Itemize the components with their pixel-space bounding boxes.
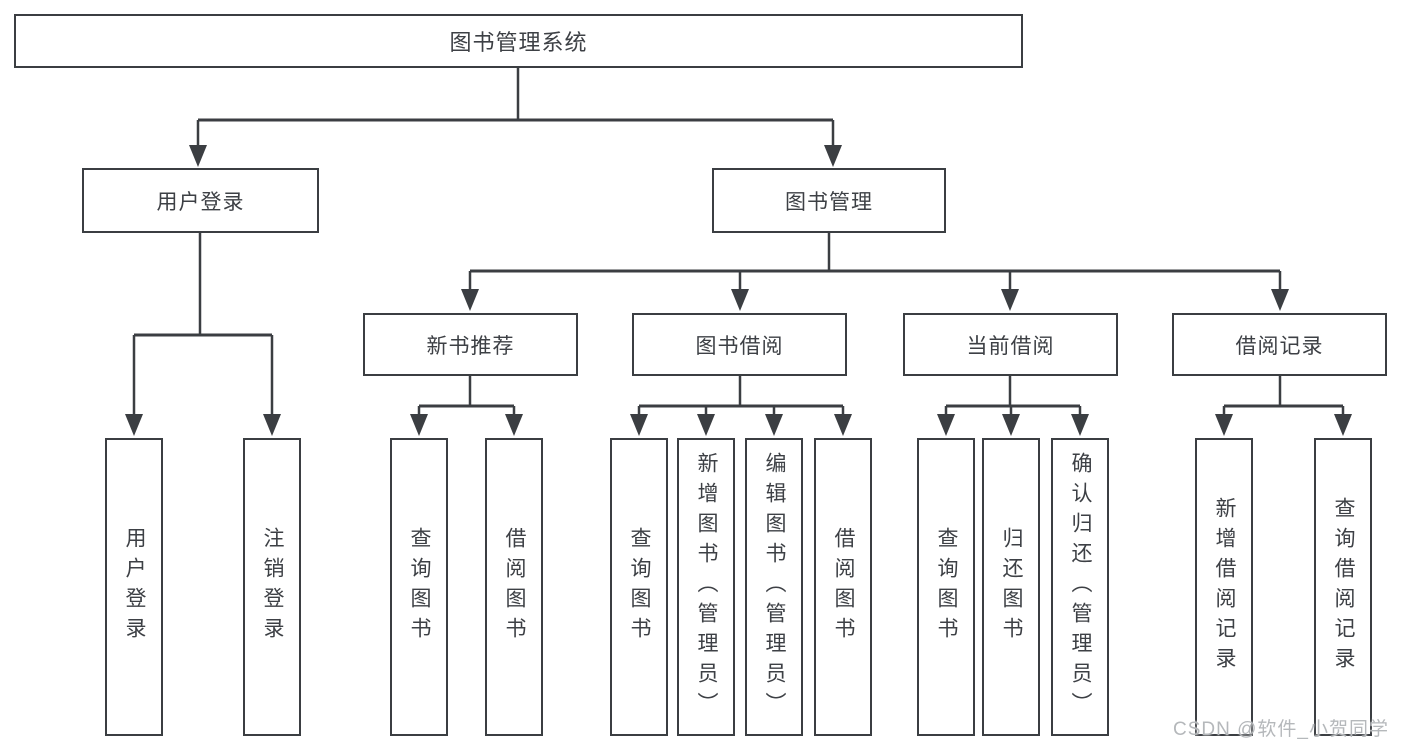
node-current-borrow: 当前借阅	[903, 313, 1118, 376]
connector-user-login	[125, 233, 281, 436]
connector-book-management	[461, 233, 1289, 311]
watermark-text: CSDN @软件_小贺同学	[1173, 719, 1389, 740]
node-book-management: 图书管理	[712, 168, 946, 233]
leaf-add-borrow-record: 新增借阅记录	[1195, 438, 1253, 736]
leaf-query-borrow-record: 查询借阅记录	[1314, 438, 1372, 736]
node-borrow-records: 借阅记录	[1172, 313, 1387, 376]
leaf-edit-books-admin: 编辑图书（管理员）	[745, 438, 803, 736]
leaf-recommend-query-books: 查询图书	[390, 438, 448, 736]
leaf-return-books: 归还图书	[982, 438, 1040, 736]
connector-new-book-recommend	[410, 376, 523, 436]
connector-book-borrow	[630, 376, 852, 436]
node-book-borrow: 图书借阅	[632, 313, 847, 376]
node-new-book-recommend: 新书推荐	[363, 313, 578, 376]
node-root: 图书管理系统	[14, 14, 1023, 68]
leaf-borrow-books: 借阅图书	[814, 438, 872, 736]
leaf-add-books-admin: 新增图书（管理员）	[677, 438, 735, 736]
connector-current-borrow	[937, 376, 1089, 436]
leaf-logout: 注销登录	[243, 438, 301, 736]
leaf-confirm-return-admin: 确认归还（管理员）	[1051, 438, 1109, 736]
leaf-recommend-borrow-books: 借阅图书	[485, 438, 543, 736]
leaf-borrow-query-books: 查询图书	[610, 438, 668, 736]
leaf-current-query-books: 查询图书	[917, 438, 975, 736]
node-user-login: 用户登录	[82, 168, 319, 233]
leaf-user-login: 用户登录	[105, 438, 163, 736]
connector-root	[189, 68, 842, 167]
connector-borrow-records	[1215, 376, 1352, 436]
